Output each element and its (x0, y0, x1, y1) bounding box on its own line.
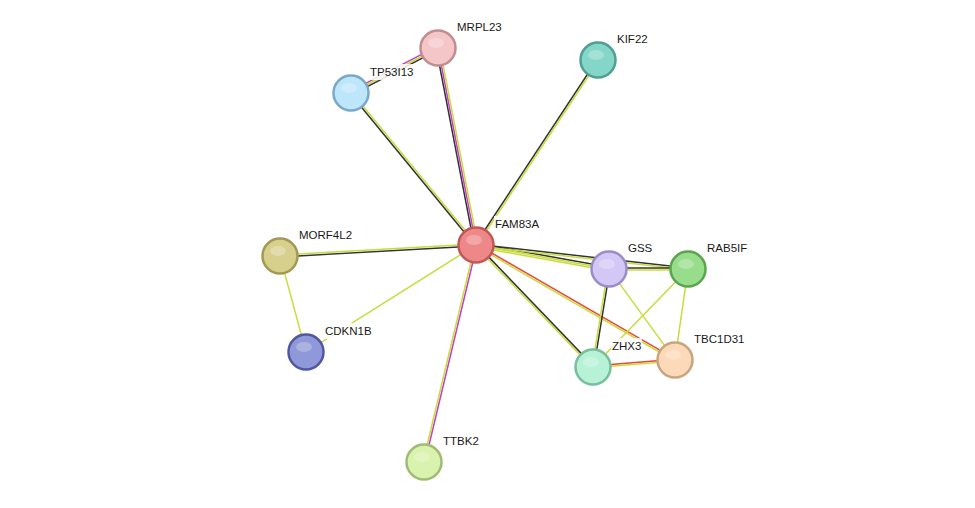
protein-node: KIF22 (579, 41, 617, 79)
protein-node: TP53I13 (332, 74, 370, 112)
evidence-line (678, 287, 686, 342)
interaction-edge (285, 273, 302, 334)
interaction-edge (488, 257, 581, 354)
node-label: TBC1D31 (693, 331, 746, 347)
evidence-line (368, 58, 423, 86)
protein-node: FAM83A (457, 226, 495, 264)
evidence-line (427, 262, 471, 444)
evidence-line (627, 267, 670, 269)
evidence-line (627, 269, 670, 271)
evidence-line (362, 107, 464, 231)
protein-node: MRPL23 (419, 29, 457, 67)
evidence-line (487, 76, 589, 231)
interaction-edge (440, 65, 475, 227)
node-circle (419, 29, 457, 67)
node-label: TTBK2 (442, 433, 480, 449)
evidence-line (429, 263, 473, 445)
evidence-line (321, 255, 461, 343)
evidence-line (595, 287, 605, 349)
protein-node: GSS (590, 250, 628, 288)
protein-node: RAB5IF (669, 250, 707, 288)
evidence-line (363, 106, 465, 230)
evidence-line (367, 56, 422, 84)
node-circle (287, 333, 325, 371)
protein-node: TTBK2 (405, 443, 443, 481)
node-label: GSS (627, 240, 653, 256)
interaction-edge (366, 55, 423, 87)
evidence-line (443, 65, 474, 227)
node-circle (590, 250, 628, 288)
interaction-edge (620, 284, 665, 346)
evidence-line (597, 287, 607, 349)
evidence-line (620, 284, 665, 346)
interaction-edge (611, 361, 657, 367)
node-label: MORF4L2 (298, 227, 353, 243)
node-label: ZHX3 (611, 338, 642, 354)
interaction-edge (321, 255, 461, 343)
interaction-edge (427, 262, 472, 444)
interaction-edge (627, 268, 670, 270)
evidence-line (489, 257, 581, 353)
node-circle (574, 348, 612, 386)
node-circle (669, 250, 707, 288)
node-circle (261, 237, 299, 275)
node-label: MRPL23 (456, 19, 503, 35)
node-label: TP53I13 (369, 64, 414, 80)
evidence-line (488, 259, 580, 355)
evidence-line (366, 55, 421, 83)
evidence-line (298, 247, 458, 256)
node-label: CDKN1B (324, 323, 373, 339)
protein-node: TBC1D31 (656, 341, 694, 379)
interaction-edge (485, 75, 589, 231)
node-circle (656, 341, 694, 379)
protein-node: CDKN1B (287, 333, 325, 371)
node-circle (332, 74, 370, 112)
evidence-line (285, 273, 302, 334)
evidence-line (611, 362, 657, 366)
evidence-line (441, 66, 472, 228)
node-circle (457, 226, 495, 264)
interaction-edge (606, 282, 676, 354)
evidence-line (440, 66, 471, 228)
evidence-line (485, 75, 587, 230)
interaction-edge (678, 287, 686, 342)
node-label: KIF22 (616, 31, 649, 47)
interaction-edge (362, 106, 466, 231)
interaction-edge (595, 287, 607, 350)
protein-node: ZHX3 (574, 348, 612, 386)
node-label: RAB5IF (706, 240, 748, 256)
node-label: FAM83A (494, 216, 540, 232)
interaction-edge (298, 245, 458, 256)
evidence-line (298, 245, 458, 254)
evidence-line (606, 282, 676, 354)
protein-node: MORF4L2 (261, 237, 299, 275)
node-circle (405, 443, 443, 481)
node-circle (579, 41, 617, 79)
